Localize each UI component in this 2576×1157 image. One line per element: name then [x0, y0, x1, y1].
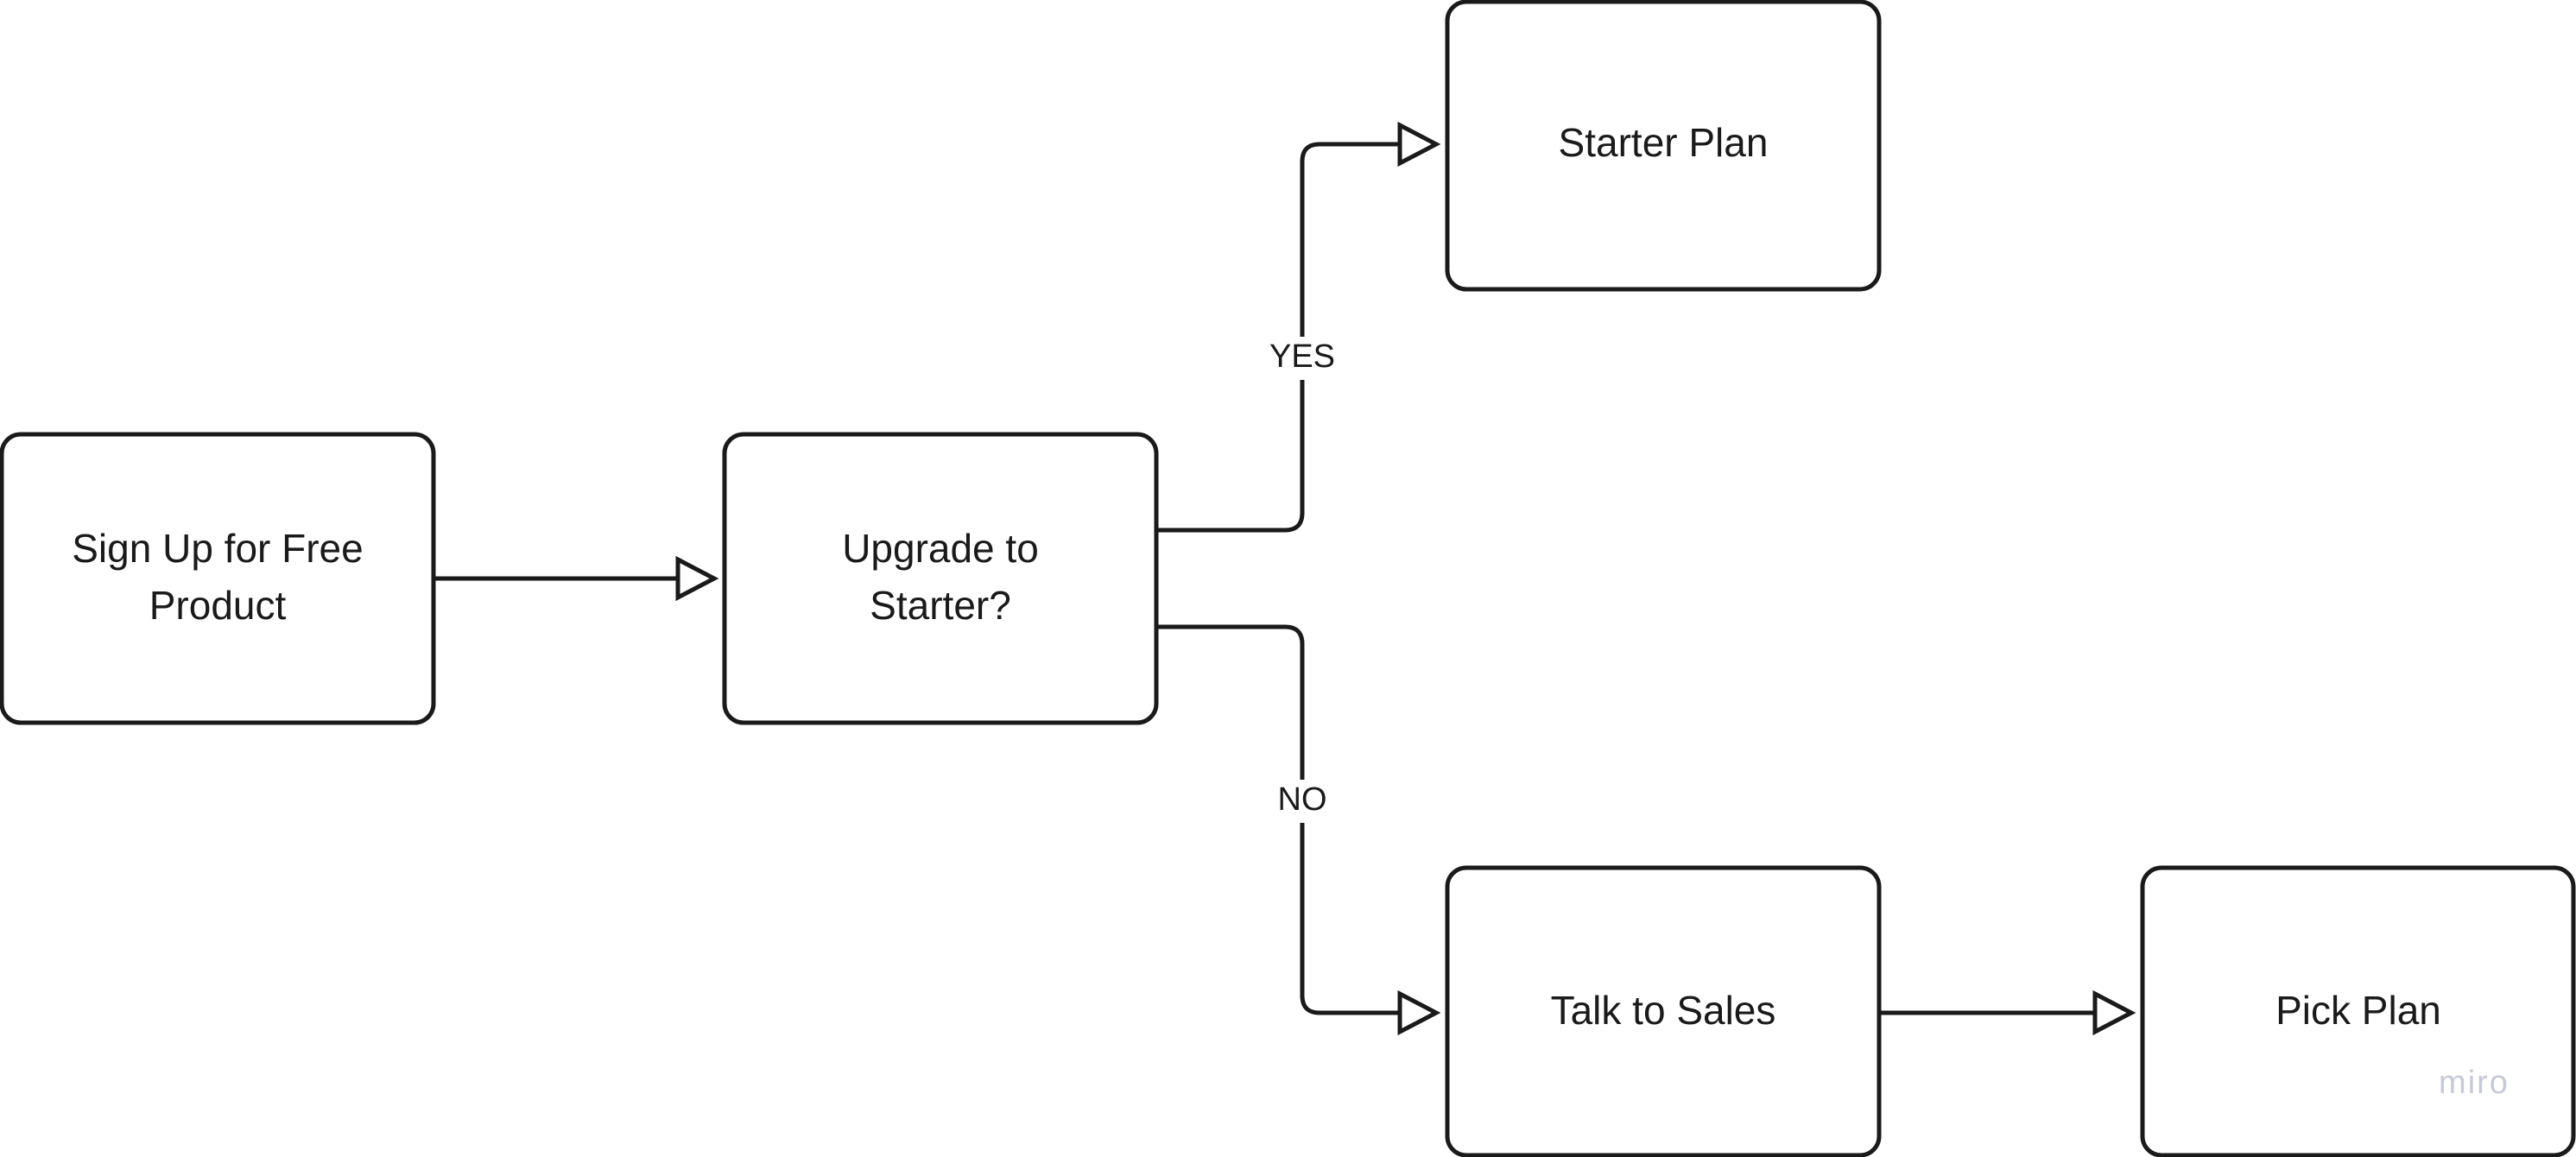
arrowhead-starter: [1397, 121, 1441, 168]
miro-watermark: miro: [2439, 1065, 2510, 1101]
node-starter-plan[interactable]: Starter Plan: [1445, 0, 1882, 292]
edge-label-yes: YES: [1269, 337, 1335, 380]
node-upgrade-line-2: Starter?: [870, 583, 1011, 628]
node-sign-up[interactable]: Sign Up for Free Product: [0, 432, 436, 725]
arrowhead-pick: [2092, 989, 2136, 1036]
edge-label-no: NO: [1273, 780, 1332, 823]
node-pick-plan-label: Pick Plan: [2275, 988, 2441, 1033]
node-sign-up-line-1: Sign Up for Free: [72, 526, 363, 571]
node-talk-to-sales[interactable]: Talk to Sales: [1445, 865, 1882, 1157]
node-sign-up-line-2: Product: [149, 583, 287, 628]
arrowhead-upgrade: [675, 555, 719, 602]
edge-label-no-text: NO: [1278, 781, 1327, 818]
arrowhead-sales: [1397, 989, 1441, 1036]
node-talk-to-sales-label: Talk to Sales: [1551, 988, 1776, 1033]
node-pick-plan[interactable]: Pick Plan: [2140, 865, 2576, 1157]
node-upgrade-line-1: Upgrade to: [842, 526, 1039, 571]
edge-label-yes-text: YES: [1269, 338, 1335, 375]
node-upgrade-decision[interactable]: Upgrade to Starter?: [722, 432, 1159, 725]
node-starter-plan-label: Starter Plan: [1559, 120, 1769, 165]
